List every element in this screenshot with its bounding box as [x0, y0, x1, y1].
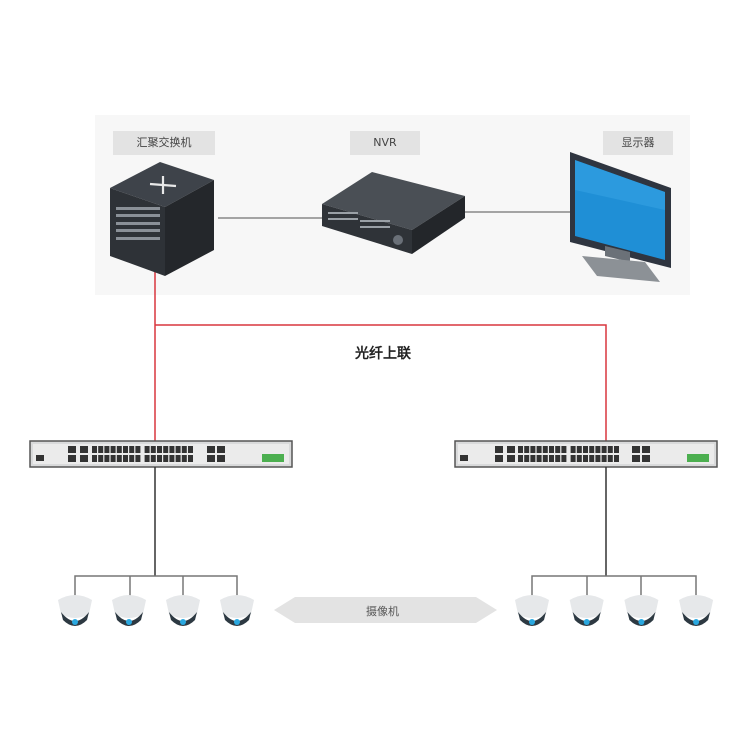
ethernet-port — [175, 455, 181, 462]
ethernet-port — [530, 455, 536, 462]
camera-bus-right — [531, 575, 697, 596]
dome-camera-icon — [679, 595, 714, 626]
ethernet-port — [188, 455, 193, 462]
ethernet-port — [524, 455, 530, 462]
ethernet-port — [576, 446, 582, 453]
fiber-uplink-label: 光纤上联 — [355, 346, 411, 362]
ethernet-port — [157, 455, 162, 462]
ethernet-port — [601, 455, 607, 462]
fiber-uplink-right — [155, 324, 607, 442]
camera-label: 摄像机 — [366, 605, 399, 618]
core-switch-icon — [110, 162, 214, 276]
ethernet-port — [576, 455, 582, 462]
ethernet-port — [144, 446, 150, 453]
dome-camera-icon — [112, 595, 146, 626]
ethernet-port — [169, 455, 175, 462]
ethernet-port — [570, 455, 576, 462]
ethernet-port — [583, 455, 588, 462]
ethernet-port — [542, 455, 548, 462]
ethernet-port — [98, 446, 104, 453]
ethernet-port — [150, 446, 156, 453]
ethernet-port — [123, 455, 128, 462]
dome-camera-icon — [220, 595, 254, 626]
ethernet-port — [175, 446, 181, 453]
ethernet-port — [116, 446, 122, 453]
ethernet-port — [157, 446, 162, 453]
ethernet-port — [524, 446, 530, 453]
ethernet-port — [181, 455, 187, 462]
access-switch-right — [454, 440, 718, 468]
ethernet-port — [583, 446, 588, 453]
ethernet-port — [129, 446, 135, 453]
core-switch-label: 汇聚交换机 — [113, 131, 215, 155]
ethernet-port — [589, 446, 595, 453]
ethernet-port — [135, 446, 141, 453]
ethernet-port — [163, 446, 169, 453]
ethernet-port — [530, 446, 536, 453]
ethernet-port — [181, 446, 187, 453]
access-switch-left — [29, 440, 293, 468]
ethernet-port — [110, 455, 116, 462]
ethernet-port — [607, 455, 613, 462]
ethernet-port — [595, 455, 601, 462]
dome-camera-icon — [515, 595, 549, 626]
camera-double-arrow — [274, 597, 497, 623]
ethernet-port — [98, 455, 104, 462]
dome-camera-icon — [624, 595, 659, 626]
ethernet-port — [614, 455, 619, 462]
ethernet-port — [123, 446, 128, 453]
ethernet-port — [555, 455, 561, 462]
ethernet-port — [542, 446, 548, 453]
monitor-icon — [570, 152, 671, 282]
ethernet-port — [549, 455, 554, 462]
ethernet-port — [92, 455, 97, 462]
dome-camera-icon — [569, 595, 604, 626]
ethernet-port — [561, 455, 567, 462]
ethernet-port — [104, 455, 110, 462]
ethernet-port — [589, 455, 595, 462]
ethernet-port — [104, 446, 110, 453]
ethernet-port — [536, 446, 542, 453]
ethernet-port — [607, 446, 613, 453]
ethernet-port — [135, 455, 141, 462]
monitor-label: 显示器 — [603, 131, 673, 155]
nvr-icon — [322, 172, 465, 254]
ethernet-port — [92, 446, 97, 453]
ethernet-port — [614, 446, 619, 453]
ethernet-port — [536, 455, 542, 462]
ethernet-port — [116, 455, 122, 462]
camera-bus-left — [74, 575, 238, 596]
ethernet-port — [129, 455, 135, 462]
nvr-label: NVR — [350, 131, 420, 155]
ethernet-port — [601, 446, 607, 453]
dome-camera-icon — [166, 595, 200, 626]
ethernet-port — [518, 446, 523, 453]
ethernet-port — [549, 446, 554, 453]
ethernet-port — [595, 446, 601, 453]
ethernet-port — [163, 455, 169, 462]
ethernet-port — [561, 446, 567, 453]
ethernet-port — [555, 446, 561, 453]
ethernet-port — [570, 446, 576, 453]
ethernet-port — [144, 455, 150, 462]
dome-camera-icon — [58, 595, 92, 626]
ethernet-port — [169, 446, 175, 453]
ethernet-port — [188, 446, 193, 453]
ethernet-port — [150, 455, 156, 462]
ethernet-port — [110, 446, 116, 453]
ethernet-port — [518, 455, 523, 462]
